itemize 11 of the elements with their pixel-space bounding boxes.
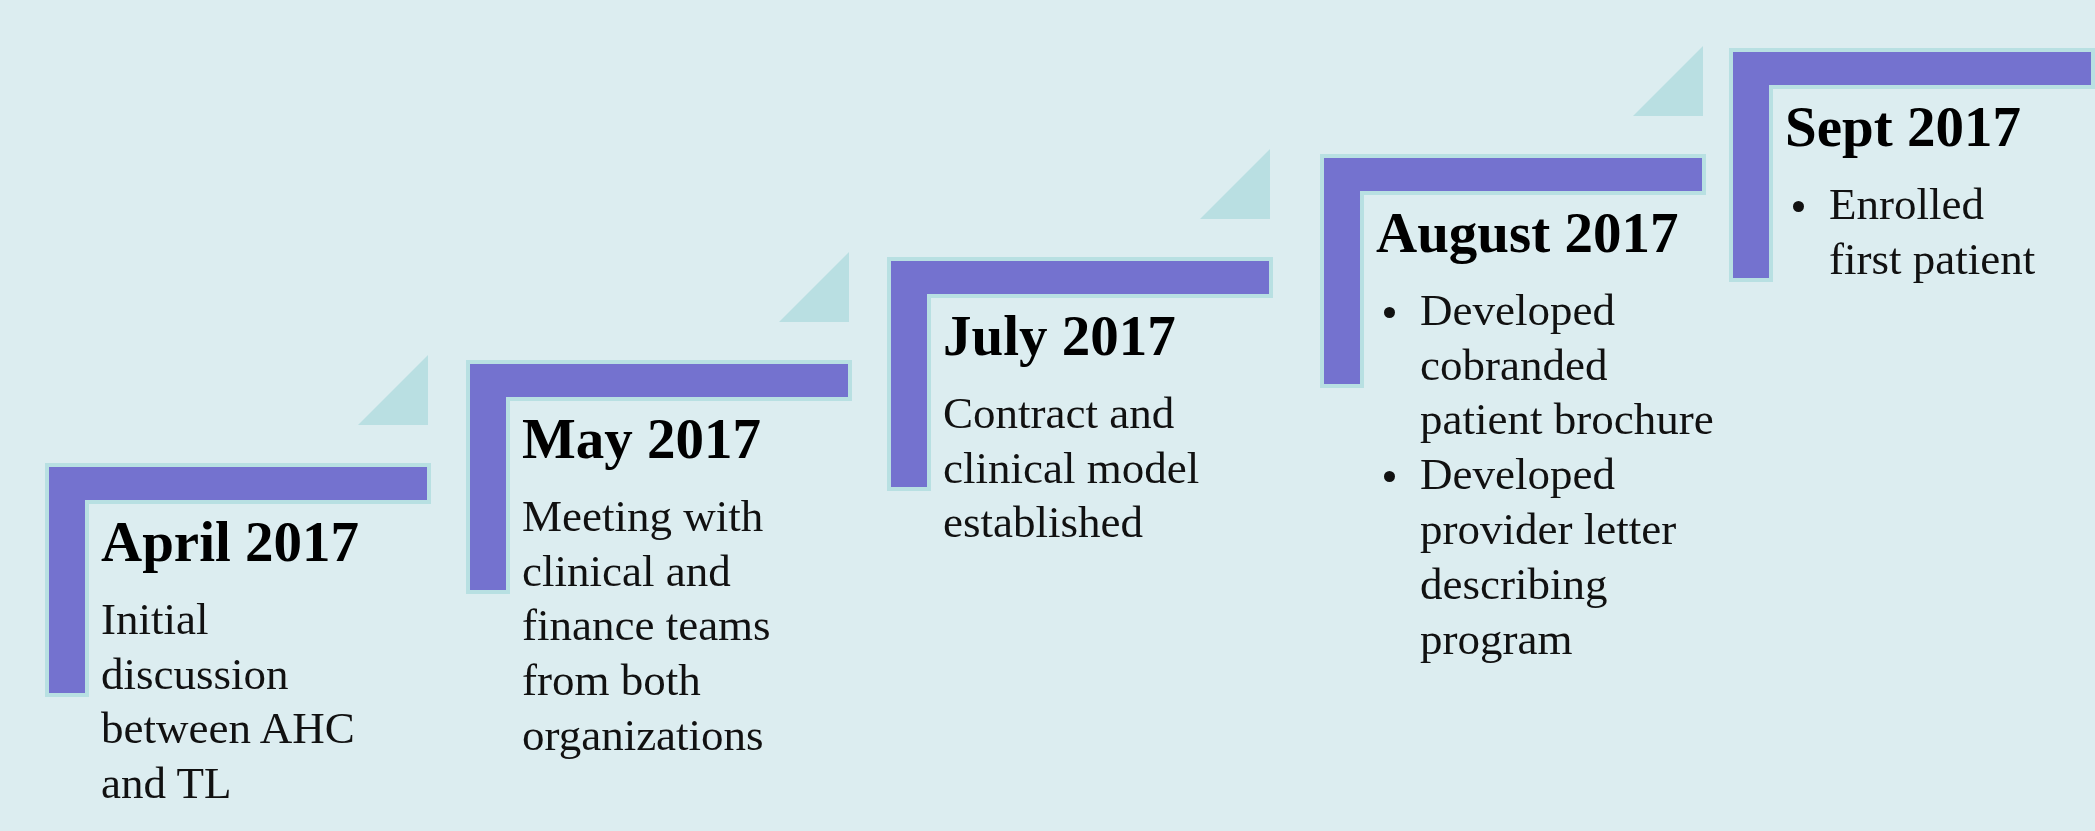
bullet-text: Developed provider letter describing program [1420, 449, 1677, 665]
date-heading: April 2017 [101, 511, 360, 574]
date-heading: July 2017 [943, 305, 1176, 368]
date-heading: May 2017 [522, 408, 762, 471]
description-text: Initial discussion between AHC and TL [101, 592, 356, 811]
date-heading: Sept 2017 [1785, 96, 2021, 159]
description-text: Contract and clinical model established [943, 386, 1201, 550]
bullet-text: Developed cobranded patient brochure [1420, 284, 1714, 445]
date-heading: August 2017 [1376, 202, 1679, 265]
bullet-text: Enrolled first patient [1829, 178, 2036, 284]
description-text: Meeting with clinical and finance teams from both organizations [522, 489, 772, 763]
